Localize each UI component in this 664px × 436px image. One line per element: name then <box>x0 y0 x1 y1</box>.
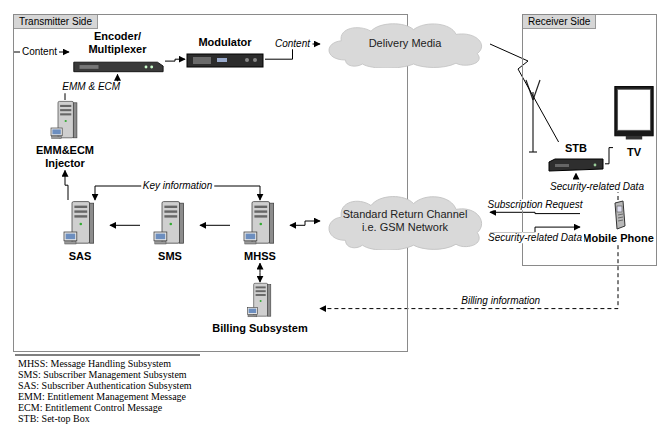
modulator-box: Modulator <box>185 36 265 69</box>
connector <box>490 44 559 142</box>
server-icon <box>50 200 110 248</box>
billing-server: Billing Subsystem <box>200 282 320 335</box>
input-label: Content <box>20 46 59 57</box>
node-label: Mobile Phone <box>580 232 656 245</box>
region-heading: Receiver Side <box>523 15 596 29</box>
edge-label: Content <box>273 38 312 50</box>
tv-set: TV <box>613 82 655 159</box>
server-icon <box>200 282 320 320</box>
node-label: TV <box>613 146 655 159</box>
tv-icon <box>613 82 655 144</box>
connector <box>605 148 613 164</box>
connector <box>200 225 230 226</box>
sms-server: SMS <box>140 200 200 263</box>
return-channel-cloud: Standard Return Channel i.e. GSM Network <box>320 192 490 250</box>
connector <box>265 44 320 59</box>
node-label: SMS <box>140 250 200 263</box>
node-label: Modulator <box>185 36 265 49</box>
edge-label: EMM & ECM <box>60 81 122 93</box>
node-label: Standard Return Channel i.e. GSM Network <box>343 208 468 234</box>
connector <box>490 227 580 233</box>
node-label: Billing Subsystem <box>200 322 320 335</box>
stb-box: STB <box>547 142 605 173</box>
connector <box>65 74 118 100</box>
connector <box>65 170 68 200</box>
mhss-server: MHSS <box>230 200 290 263</box>
dashed-connector <box>320 245 618 308</box>
phone-icon <box>580 200 656 230</box>
abbreviation: EMM: Entitlement Management Message <box>18 391 186 402</box>
abbreviation: ECM: Entitlement Control Message <box>18 402 162 413</box>
injector-server: EMM&ECM Injector <box>20 100 110 170</box>
edge-label: Security-related Data <box>548 181 646 193</box>
edge-label: Billing information <box>459 295 542 307</box>
sas-server: SAS <box>50 200 110 263</box>
connector <box>95 186 260 200</box>
connector <box>260 263 261 282</box>
antenna <box>526 80 540 152</box>
node-label: EMM&ECM Injector <box>20 144 110 170</box>
edge-label: Key information <box>141 180 214 192</box>
connector <box>290 221 320 225</box>
mobile-phone: Mobile Phone <box>580 200 656 245</box>
delivery-cloud: Delivery Media <box>320 20 490 68</box>
region-heading: Transmitter Side <box>14 15 98 29</box>
dashed-connector <box>576 173 618 200</box>
node-label: STB <box>547 142 605 155</box>
node-label: Encoder/ Multiplexer <box>70 30 165 56</box>
receiver-region: Receiver SideSTB TV Mobile Phone <box>522 14 657 266</box>
device-icon <box>70 58 165 74</box>
stb-icon <box>547 157 605 173</box>
edge-label: Security-related Data <box>486 232 584 244</box>
device2-icon <box>185 51 265 69</box>
server-icon <box>140 200 200 248</box>
connector <box>110 225 140 226</box>
abbreviation: SMS: Subscriber Management Subsystem <box>18 369 187 380</box>
server-icon <box>230 200 290 248</box>
connector <box>165 59 185 61</box>
encoder-box: Encoder/ Multiplexer <box>70 30 165 74</box>
node-label: SAS <box>50 250 110 263</box>
node-label: Delivery Media <box>369 37 442 50</box>
edge-label: Subscription Request <box>485 199 584 211</box>
connector <box>490 212 580 213</box>
abbreviation: MHSS: Message Handling Subsystem <box>18 358 171 369</box>
abbreviation: SAS: Subscriber Authentication Subsystem <box>18 380 192 391</box>
node-label: MHSS <box>230 250 290 263</box>
legend-separator <box>15 355 200 356</box>
server-icon <box>20 100 110 142</box>
abbreviation: STB: Set-top Box <box>18 413 90 424</box>
